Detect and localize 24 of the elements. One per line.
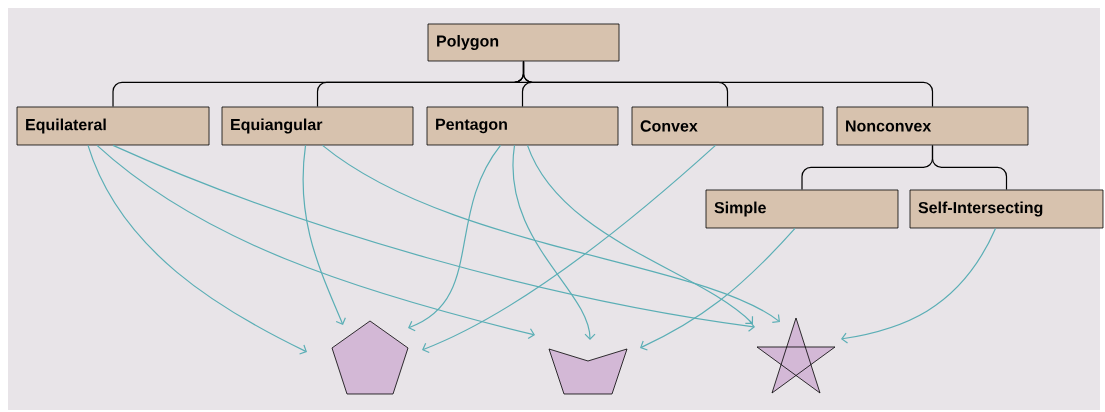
arrow bbox=[321, 144, 780, 323]
arrow bbox=[87, 144, 307, 355]
pentagon-shape bbox=[331, 320, 409, 395]
arrow bbox=[408, 144, 502, 332]
arrow bbox=[526, 144, 754, 324]
category-box: Equilateral bbox=[16, 106, 210, 146]
arrow bbox=[112, 144, 755, 332]
connector-line bbox=[522, 60, 934, 108]
connector-line bbox=[931, 144, 1008, 191]
arrow bbox=[640, 227, 796, 351]
category-box: Self-Intersecting bbox=[909, 189, 1104, 229]
category-box: Polygon bbox=[427, 23, 620, 62]
category-box: Simple bbox=[705, 189, 899, 229]
arrow bbox=[512, 144, 596, 340]
polygon-shape bbox=[548, 348, 628, 395]
category-box: Convex bbox=[631, 106, 824, 146]
arrow bbox=[422, 144, 717, 354]
star-shape bbox=[756, 317, 836, 394]
arrow bbox=[302, 144, 346, 325]
category-box: Equiangular bbox=[221, 106, 414, 146]
arrow bbox=[841, 227, 997, 344]
category-box: Pentagon bbox=[426, 106, 619, 146]
arrow bbox=[96, 144, 535, 340]
category-box: Nonconvex bbox=[836, 106, 1029, 146]
